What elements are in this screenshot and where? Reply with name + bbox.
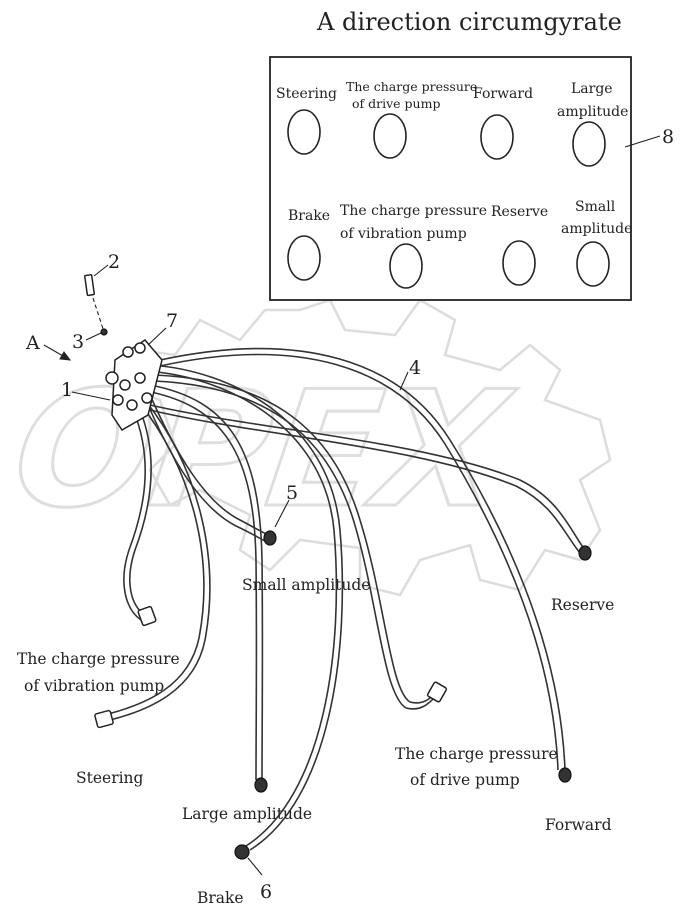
gauge-forward — [480, 114, 514, 160]
label-forward: Forward — [545, 816, 612, 834]
leader-3 — [85, 332, 102, 341]
hose-drive-pump — [154, 374, 441, 704]
connector-3 — [105, 371, 119, 385]
gauge-brake — [287, 235, 321, 281]
leader-2 — [93, 264, 109, 277]
hose-forward-outer — [159, 353, 559, 771]
view-direction-label: A — [25, 332, 40, 354]
gauge-drive-pump — [373, 113, 407, 159]
connector-8 — [141, 392, 153, 404]
label-steering: Steering — [76, 769, 144, 787]
gauge-label-large-2: amplitude — [557, 104, 628, 120]
hose-labels: Small amplitude Reserve The charge press… — [17, 576, 614, 907]
label-brake: Brake — [197, 889, 244, 907]
callout-8: 8 — [662, 126, 674, 148]
watermark-text: OPEX — [4, 357, 523, 543]
gauge-label-forward: Forward — [473, 86, 533, 102]
gauge-label-small-1: Small — [575, 199, 616, 215]
gauge-label-vibration-1: The charge pressure — [340, 203, 487, 219]
gauge-vibration-pump — [389, 243, 423, 289]
callout-7: 7 — [166, 310, 178, 332]
hose-end-fittings — [94, 530, 592, 860]
fitting-vibration-pump — [137, 605, 157, 627]
gauge-label-vibration-2: of vibration pump — [340, 226, 467, 242]
fitting-brake — [234, 844, 250, 860]
hose-bundle — [107, 347, 586, 851]
hose-vibration-pump-outer — [123, 411, 146, 621]
bracket-plate — [111, 339, 163, 432]
leader-1 — [71, 391, 111, 401]
gauge-small-amplitude — [576, 241, 610, 287]
gauge-label-steering: Steering — [276, 86, 337, 102]
callout-6: 6 — [260, 881, 272, 903]
gauge-label-drive-pump-2: of drive pump — [352, 96, 440, 111]
connector-4 — [119, 379, 131, 391]
label-reserve: Reserve — [551, 596, 614, 614]
hose-steering-outer — [107, 401, 205, 715]
hose-vibration-pump — [129, 409, 152, 616]
fitting-small-amplitude — [263, 530, 277, 546]
connector-5 — [134, 372, 146, 384]
gauge-panel: Steering The charge pressure of drive pu… — [269, 56, 632, 301]
hose-brake-outer — [145, 370, 338, 847]
label-large-amplitude: Large amplitude — [182, 805, 312, 823]
screw-bolt — [84, 274, 95, 297]
label-drive-pump-1: The charge pressure — [395, 745, 558, 763]
hose-large-amplitude-outer — [145, 390, 258, 781]
fitting-reserve — [578, 545, 592, 561]
connector-2 — [134, 342, 146, 354]
label-small-amplitude: Small amplitude — [242, 576, 370, 594]
leader-6 — [247, 857, 263, 876]
hose-large-amplitude — [149, 384, 264, 781]
gauge-steering — [287, 109, 321, 155]
hose-steering — [109, 399, 211, 721]
callout-5: 5 — [286, 482, 298, 504]
gauge-large-amplitude — [572, 121, 606, 167]
leader-4 — [399, 371, 409, 391]
callout-3: 3 — [72, 331, 84, 353]
fitting-forward — [558, 767, 572, 783]
fitting-steering — [94, 709, 114, 729]
panel-frame — [269, 56, 632, 301]
callout-2: 2 — [108, 251, 120, 273]
screw-assembly — [84, 274, 108, 336]
gauge-label-reserve: Reserve — [491, 204, 548, 220]
leader-8 — [624, 135, 661, 148]
callouts: 2 3 7 1 4 5 6 A — [25, 251, 421, 903]
diagram-title: A direction circumgyrate — [316, 8, 622, 36]
gauge-label-brake: Brake — [288, 208, 330, 224]
fitting-large-amplitude — [254, 777, 268, 793]
connector-bracket — [105, 339, 163, 432]
gauge-label-small-2: amplitude — [561, 221, 632, 237]
gauge-reserve — [502, 240, 536, 286]
hose-reserve-outer — [149, 409, 581, 554]
label-drive-pump-2: of drive pump — [410, 771, 520, 789]
callout-1: 1 — [61, 379, 73, 401]
hose-forward — [159, 347, 566, 771]
label-vibration-pump-1: The charge pressure — [17, 650, 180, 668]
callout-4: 4 — [409, 357, 421, 379]
hose-brake — [149, 364, 344, 851]
connector-1 — [122, 346, 134, 358]
label-vibration-pump-2: of vibration pump — [24, 677, 164, 695]
washer — [100, 328, 108, 336]
view-direction-arrowhead — [59, 351, 72, 361]
gauge-label-large-1: Large — [571, 81, 613, 97]
gauge-label-drive-pump-1: The charge pressure — [346, 79, 477, 94]
connector-7 — [126, 399, 138, 411]
leader-7 — [147, 327, 167, 346]
leader-5 — [274, 499, 290, 528]
watermark: OPEX — [2, 298, 612, 597]
hose-drive-pump-outer — [154, 380, 437, 710]
fitting-drive-pump — [426, 681, 448, 703]
connector-6 — [112, 394, 124, 406]
